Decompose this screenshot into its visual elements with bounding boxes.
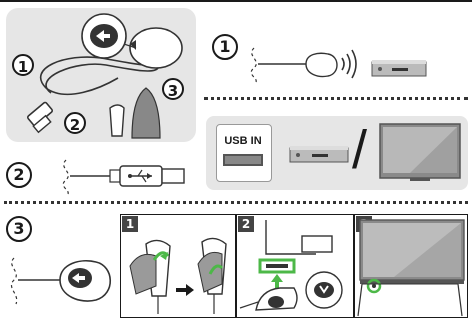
package-contents-illustration — [6, 8, 196, 142]
callout-1: 1 — [12, 54, 34, 76]
section-3-ir-head-illustration — [8, 244, 118, 314]
set-top-box-icon-2 — [290, 144, 348, 164]
step-1-illustration — [120, 214, 236, 318]
section-1-ir-blaster-illustration — [248, 44, 368, 84]
section-2-usb-cable-illustration — [60, 156, 190, 196]
section-1-number: 1 — [212, 34, 238, 60]
usb-in-label: USB IN — [216, 135, 270, 147]
callout-3: 3 — [162, 78, 184, 100]
step-3-illustration — [354, 214, 468, 318]
dotted-separator-top — [204, 97, 468, 100]
section-2-number: 2 — [6, 162, 32, 188]
step-2-illustration — [236, 214, 354, 318]
usb-port-card — [216, 124, 272, 182]
set-top-box-icon — [372, 58, 426, 78]
usb-port-slot — [223, 154, 263, 166]
dotted-separator-bottom — [4, 201, 468, 204]
separator-slash: / — [352, 120, 367, 180]
tv-icon — [380, 124, 460, 182]
top-rule — [0, 0, 472, 2]
section-3-number: 3 — [6, 216, 32, 242]
callout-2: 2 — [64, 112, 86, 134]
